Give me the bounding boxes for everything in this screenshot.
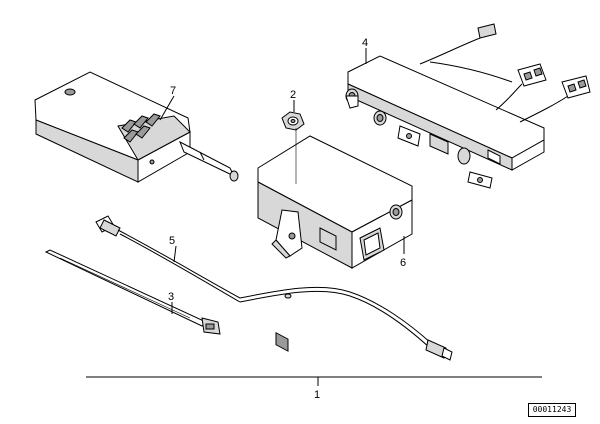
cable-tie-part [44,249,221,335]
receiver-bar-part [345,23,591,189]
callout-3: 3 [168,291,174,303]
callout-7: 7 [170,85,176,97]
callout-1: 1 [314,389,320,401]
control-module-part [257,128,413,352]
callout-6: 6 [400,257,406,269]
nut-part [281,111,305,131]
callout-4: 4 [362,37,368,49]
handheld-unit-part [34,71,239,183]
callout-2: 2 [290,89,296,101]
antenna-cable-part [95,215,453,361]
reference-code-label: 00011243 [528,403,576,417]
callout-5: 5 [169,235,175,247]
